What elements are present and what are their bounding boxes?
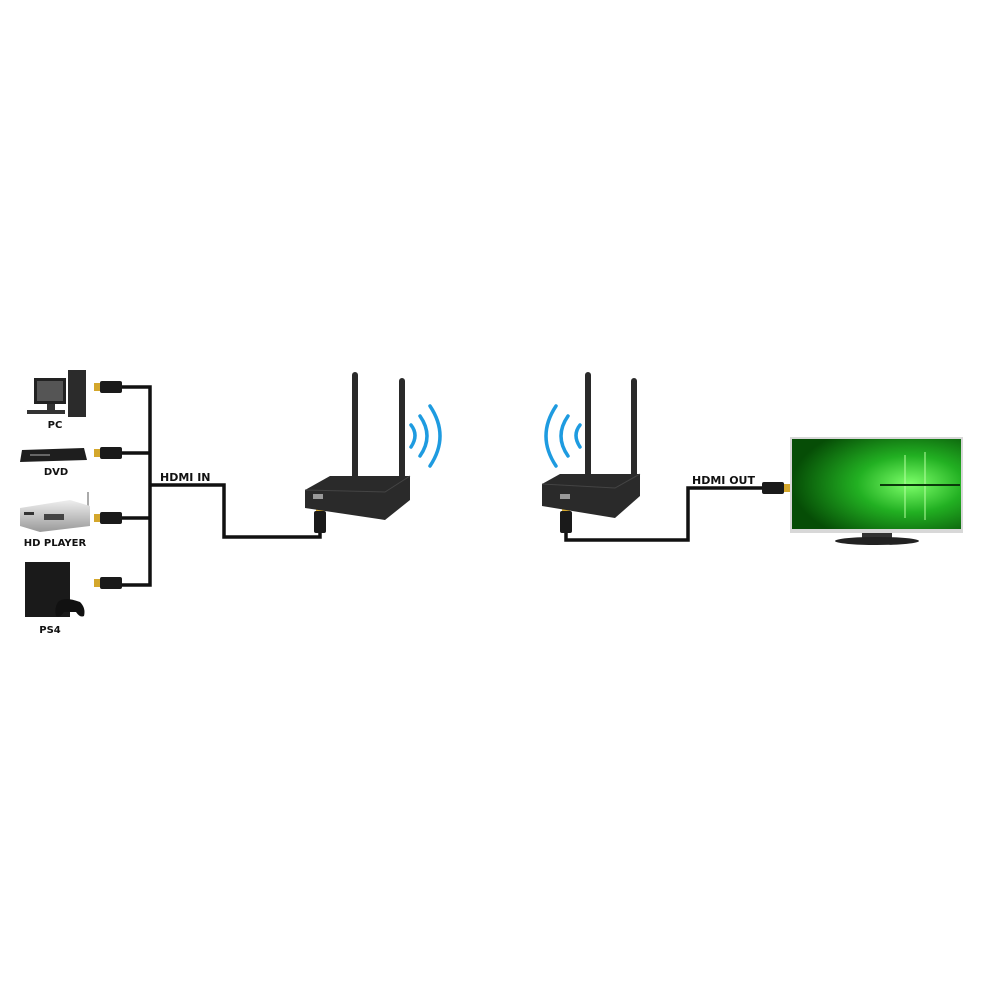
- hdmi-in-cable-bus: [122, 385, 322, 587]
- desktop-pc-icon: [27, 370, 86, 417]
- wireless-signal-icon-transmit: [409, 404, 442, 468]
- hdmi-in-label: HDMI IN: [160, 471, 211, 484]
- source-label-dvd: DVD: [44, 467, 68, 478]
- hdmi-out-label: HDMI OUT: [692, 474, 755, 487]
- dvd-player-icon: [20, 448, 87, 462]
- wireless-signal-icon-receive: [544, 404, 582, 468]
- game-console-icon: [25, 562, 85, 617]
- receiver-device: [541, 372, 641, 518]
- hdmi-out-cable: [564, 486, 770, 542]
- media-box-icon: [20, 492, 90, 532]
- source-label-pc: PC: [48, 420, 63, 431]
- source-label-hd-player: HD PLAYER: [24, 538, 87, 549]
- tv-display-icon: [790, 437, 963, 545]
- source-label-ps4: PS4: [39, 625, 61, 636]
- transmitter-device: [304, 372, 411, 520]
